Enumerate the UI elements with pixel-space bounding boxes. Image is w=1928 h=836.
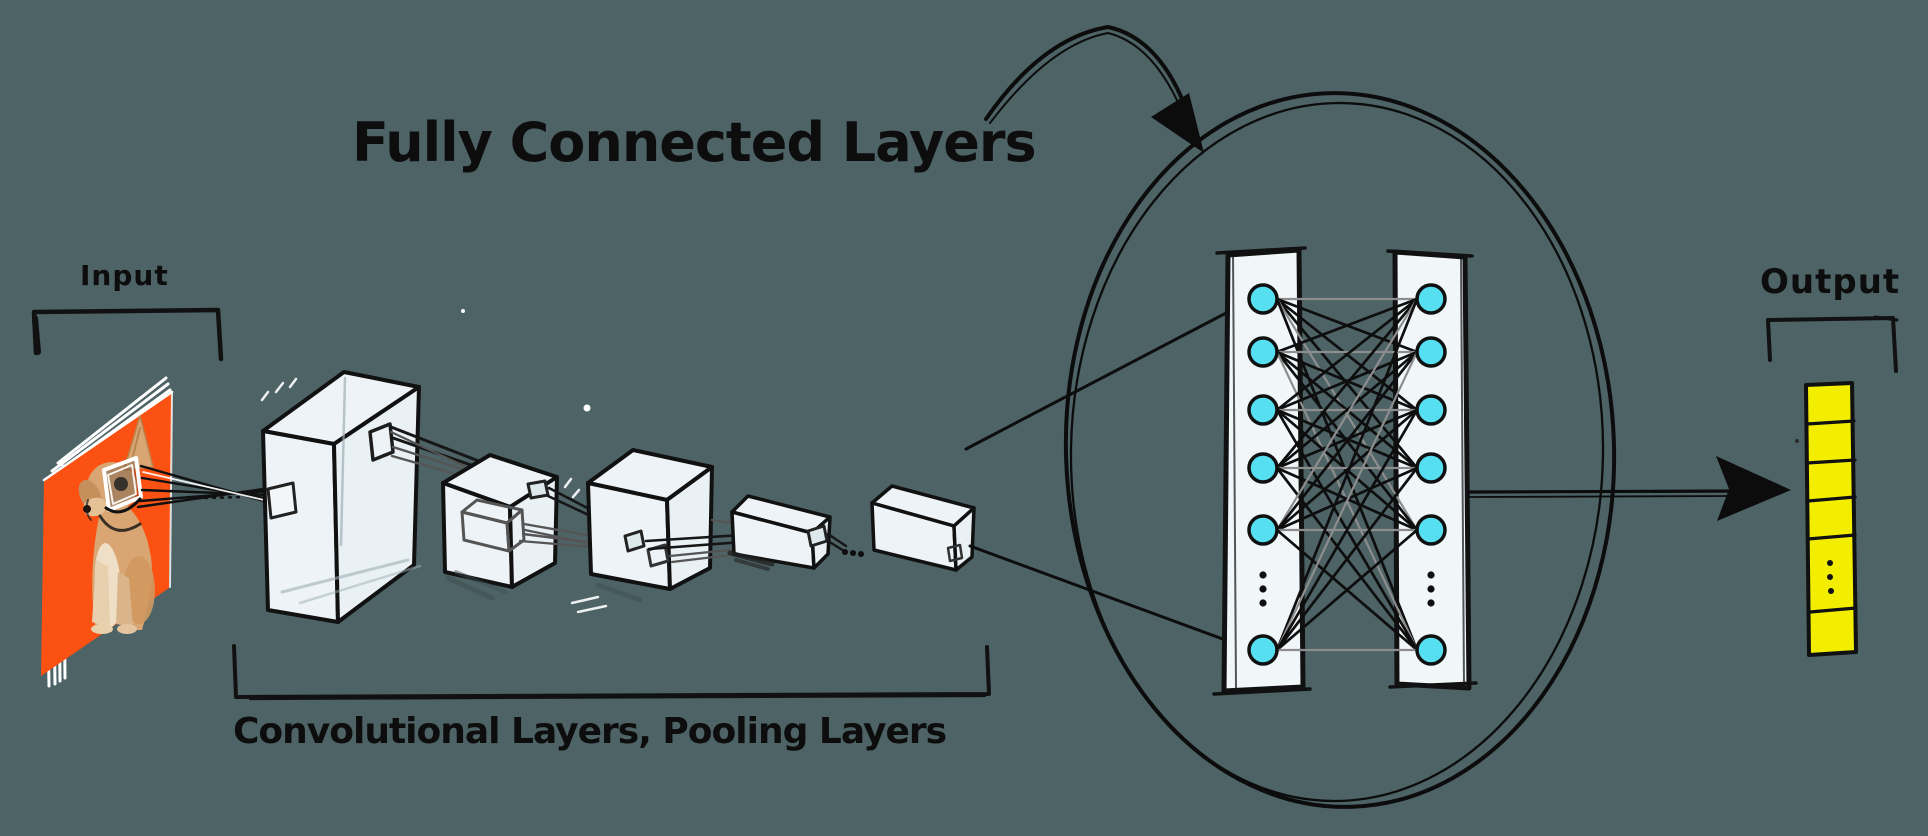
title-arrowhead <box>1151 93 1204 153</box>
fc-edge <box>1275 350 1419 652</box>
neuron <box>1415 283 1447 315</box>
neuron <box>1415 452 1447 484</box>
sketch-sparkles <box>260 377 608 614</box>
neuron-ellipsis-dot <box>1427 571 1435 579</box>
conv-box-1 <box>261 370 422 624</box>
fc-edge <box>1275 297 1419 354</box>
between-boxes-ellipsis <box>842 549 864 557</box>
input-label: Input <box>80 259 169 292</box>
neuron <box>1247 336 1279 368</box>
sketch-specks <box>461 309 591 412</box>
neuron-ellipsis-dot <box>1427 585 1435 593</box>
conv-bracket <box>232 644 991 701</box>
flatten-lines <box>964 298 1253 647</box>
fc-edge <box>1275 408 1419 532</box>
neuron <box>1415 514 1447 546</box>
filter-cube-box2 <box>460 498 526 553</box>
filter-square-box2 <box>526 479 550 500</box>
input-image-stack <box>41 376 174 688</box>
neuron <box>1247 452 1279 484</box>
neuron <box>1247 634 1279 666</box>
conv-box-5 <box>870 484 976 572</box>
fc-connections <box>1247 283 1447 666</box>
filter-square-box1-out <box>368 422 395 462</box>
filter-square-box3a <box>623 529 646 553</box>
neuron <box>1247 514 1279 546</box>
neuron <box>1415 336 1447 368</box>
output-vector <box>1795 381 1858 657</box>
input-bracket <box>31 307 224 362</box>
puppy-illustration <box>78 415 155 634</box>
fc-edge <box>1275 297 1419 652</box>
fc-edge <box>1275 350 1419 412</box>
conv-box-3 <box>586 448 714 603</box>
neuron <box>1415 394 1447 426</box>
fc-ellipse <box>1063 91 1617 809</box>
output-ellipsis <box>1827 560 1834 594</box>
neuron <box>1247 283 1279 315</box>
title-arrow <box>984 25 1204 153</box>
fc-edge <box>1275 297 1419 470</box>
neuron-ellipsis-dot <box>1259 571 1267 579</box>
output-label: Output <box>1760 262 1901 302</box>
fc-edge <box>1275 297 1419 532</box>
neuron <box>1415 634 1447 666</box>
fc-edge <box>1275 350 1419 532</box>
neuron-ellipsis-dot <box>1259 585 1267 593</box>
fc-edge <box>1275 350 1419 470</box>
conv-scan-lines-5 <box>826 532 848 553</box>
filter-square-box1 <box>266 481 298 520</box>
fc-edge <box>1275 528 1419 652</box>
fully-connected-title: Fully Connected Layers <box>352 111 1037 174</box>
output-arrowhead <box>1716 456 1791 521</box>
receptive-field-square <box>102 456 143 514</box>
output-bracket <box>1766 315 1899 373</box>
conv-box-4 <box>727 494 832 571</box>
fc-edge <box>1275 466 1419 652</box>
fc-edge <box>1275 297 1419 412</box>
output-arrow <box>1467 456 1791 521</box>
fc-edge <box>1275 408 1419 652</box>
neuron <box>1247 394 1279 426</box>
output-cell-dividers <box>1805 419 1858 614</box>
neuron-ellipsis-dot <box>1259 599 1267 607</box>
filter-square-box4 <box>806 524 829 548</box>
neuron-ellipsis-dot <box>1427 599 1435 607</box>
filter-square-box3b <box>646 543 670 568</box>
conv-pool-label: Convolutional Layers, Pooling Layers <box>233 711 947 752</box>
